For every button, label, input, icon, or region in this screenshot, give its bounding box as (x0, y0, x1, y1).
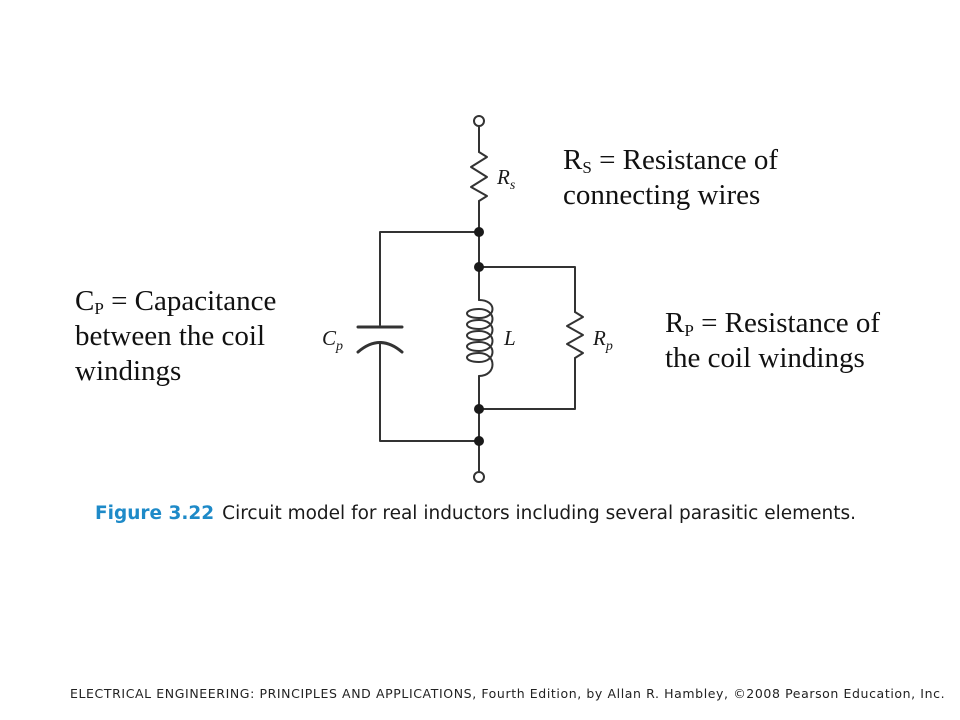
junction-dot (474, 227, 484, 237)
caption-text: Circuit model for real inductors includi… (222, 503, 857, 524)
annotation-subscript: S (582, 158, 592, 177)
annotation-subscript: P (684, 321, 694, 340)
component-label-rs: Rs (496, 165, 516, 193)
capacitor-plate-bottom (356, 341, 404, 354)
annotation-text: connecting wires (563, 179, 761, 211)
annotation-text: the coil windings (665, 342, 865, 374)
wire-cp-top (379, 231, 480, 326)
component-label-l: L (503, 326, 516, 350)
junction-dot (474, 262, 484, 272)
wire-rp-bottom (478, 357, 576, 410)
annotation-symbol: R (563, 144, 583, 176)
annotation-text: = Resistance of (599, 144, 779, 176)
junction-dot (474, 404, 484, 414)
annotation-subscript: P (94, 299, 104, 318)
figure-caption: Figure 3.22 Circuit model for real induct… (95, 503, 856, 524)
component-label-rp: Rp (592, 326, 613, 354)
component-label-cp: Cp (322, 326, 343, 354)
wire-cp-bottom (379, 343, 480, 442)
top-terminal (473, 115, 485, 127)
annotation-text: = Resistance of (701, 307, 881, 339)
wire-rp-top (478, 266, 576, 313)
figure-number: Figure 3.22 (95, 503, 215, 524)
copyright-footer: ELECTRICAL ENGINEERING: PRINCIPLES AND A… (70, 686, 946, 701)
bottom-terminal (473, 471, 485, 483)
junction-dot (474, 436, 484, 446)
annotation-symbol: R (665, 307, 685, 339)
resistor-rp (566, 311, 584, 359)
annotation-text: between the coil (75, 320, 266, 352)
annotation-rp: RP = Resistance of the coil windings (665, 306, 880, 376)
annotation-rs: RS = Resistance of connecting wires (563, 143, 778, 213)
annotation-symbol: C (75, 285, 95, 317)
inductor-l (466, 299, 494, 377)
annotation-cp: CP = Capacitance between the coil windin… (75, 284, 276, 389)
annotation-text: = Capacitance (111, 285, 277, 317)
annotation-text: windings (75, 355, 182, 387)
resistor-rs (470, 151, 488, 202)
